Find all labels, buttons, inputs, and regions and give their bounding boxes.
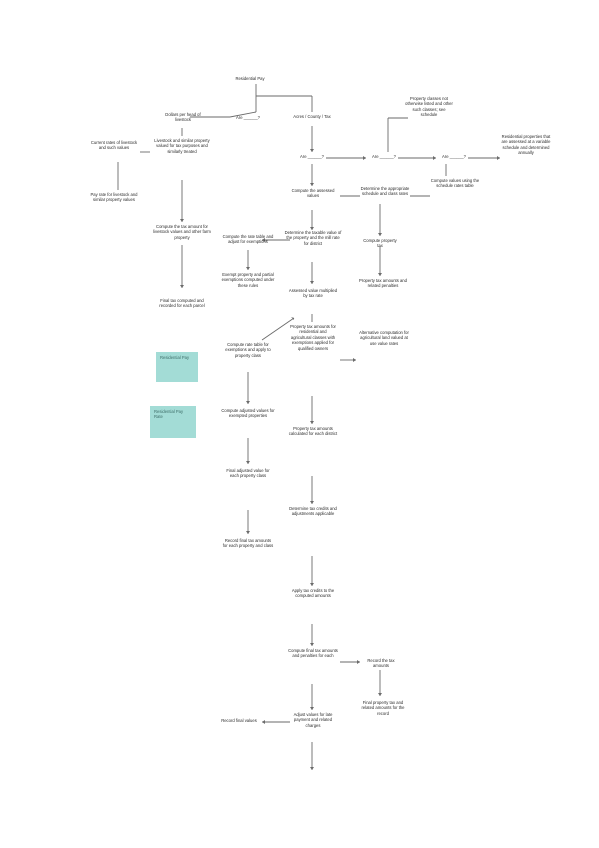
- arrowhead: [310, 501, 314, 504]
- arrowhead: [378, 233, 382, 236]
- connector: [229, 111, 257, 118]
- center-q-node: Are ______?: [300, 154, 324, 159]
- center-11-node: Adjust values for late payment and relat…: [293, 712, 333, 728]
- center-9-node: Compute final tax amounts and penalties …: [288, 648, 338, 659]
- arrowhead: [310, 149, 314, 152]
- right-10b-node: Final property tax and related amounts f…: [361, 700, 405, 716]
- center-2-node: Compute the assessed values: [291, 188, 335, 199]
- right-3-node: Compute property tax: [363, 238, 397, 249]
- right-mid2-node: Compute values using the schedule rates …: [430, 178, 480, 189]
- arrowhead: [310, 643, 314, 646]
- center-7-node: Determine tax credits and adjustments ap…: [289, 506, 337, 517]
- teal-note-2: Residential Pay Rate: [150, 406, 196, 438]
- right-q1-node: Are ______?: [372, 154, 396, 159]
- connector: [261, 317, 295, 341]
- arrowhead: [497, 156, 500, 160]
- arrowhead: [353, 358, 356, 362]
- arrowhead: [246, 401, 250, 404]
- left-6-node: Compute adjusted values for exempted pro…: [221, 408, 275, 419]
- far-right-node: Residential properties that are assessed…: [501, 134, 551, 156]
- teal-note-1: Residential Pay: [156, 352, 198, 382]
- arrowhead: [246, 461, 250, 464]
- center-4-node: Assessed value multiplied by tax rate: [288, 288, 338, 299]
- arrowhead: [180, 285, 184, 288]
- right-5-node: Alternative computation for agricultural…: [359, 330, 409, 346]
- arrowhead: [357, 660, 360, 664]
- left-note2-node: Pay rate for livestock and similar prope…: [90, 192, 138, 203]
- left-3-node: Compute the rate table and adjust for ex…: [222, 234, 274, 245]
- arrowhead: [363, 156, 366, 160]
- left-branch-node: Dollars per head of livestock: [165, 112, 201, 123]
- arrowhead: [378, 273, 382, 276]
- arrowhead: [310, 767, 314, 770]
- arrowhead: [378, 693, 382, 696]
- center-8-node: Apply tax credits to the computed amount…: [291, 588, 335, 599]
- arrowhead: [180, 219, 184, 222]
- right-3b-node: Property tax amounts and related penalti…: [359, 278, 407, 289]
- arrowhead: [246, 531, 250, 534]
- center-5-node: Property tax amounts for residential and…: [290, 324, 336, 351]
- arrowhead: [246, 267, 250, 270]
- left-7-node: Final adjusted value for each property c…: [226, 468, 270, 479]
- right-q2-node: Are ______?: [442, 154, 466, 159]
- right-mid-node: Determine the appropriate schedule and c…: [360, 186, 410, 197]
- left-final-node: Final tax computed and recorded for each…: [159, 298, 205, 309]
- left-desc-node: Livestock and similar property valued fo…: [154, 138, 210, 154]
- arrowhead: [262, 238, 265, 242]
- right-10-node: Record the tax amounts: [367, 658, 395, 669]
- center-3-node: Determine the taxable value of the prope…: [284, 230, 342, 246]
- left-note-node: Current rates of livestock and such valu…: [90, 140, 138, 151]
- arrowhead: [310, 707, 314, 710]
- arrowhead: [291, 317, 294, 320]
- root-node: Residential Pay: [235, 76, 265, 81]
- arrowhead: [310, 421, 314, 424]
- left-11-node: Record final values: [221, 718, 257, 723]
- left-answer-node: Are ______?: [236, 115, 260, 120]
- top-right-node: Property classes not otherwise listed an…: [405, 96, 453, 118]
- left-5-node: Compute rate table for exemptions and ap…: [225, 342, 271, 358]
- left-8-node: Record final tax amounts for each proper…: [222, 538, 274, 549]
- left-comp-node: Compute the tax amount for livestock val…: [153, 224, 211, 240]
- center-1-node: Acres / County / Tax: [293, 114, 331, 119]
- arrowhead: [262, 720, 265, 724]
- arrowhead: [310, 227, 314, 230]
- arrowhead: [310, 281, 314, 284]
- arrowhead: [310, 583, 314, 586]
- center-6-node: Property tax amounts calculated for each…: [288, 426, 338, 437]
- arrowhead: [310, 183, 314, 186]
- arrowhead: [433, 156, 436, 160]
- left-3b-node: Exempt property and partial exemptions c…: [221, 272, 275, 288]
